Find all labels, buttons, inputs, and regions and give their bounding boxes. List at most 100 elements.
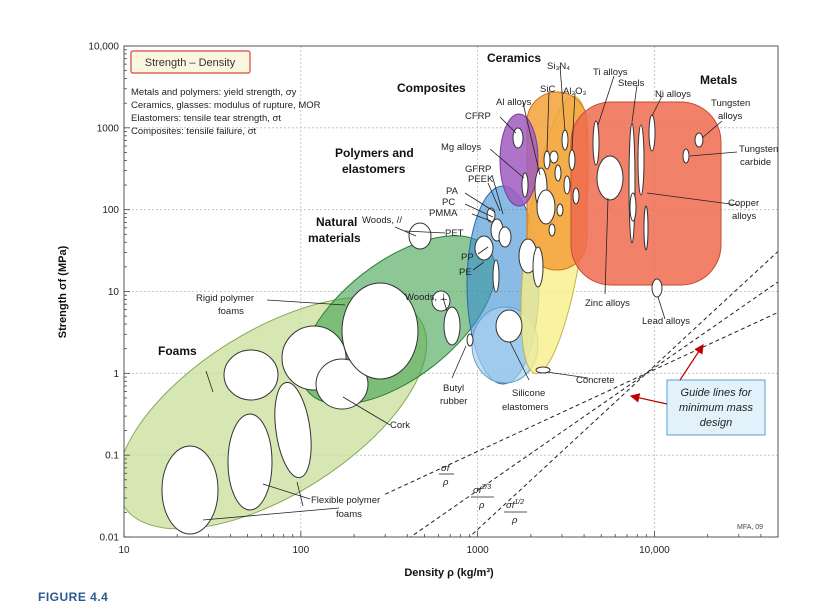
label-sic: SiC xyxy=(540,84,555,95)
note-line-4: Composites: tensile failure, σt xyxy=(131,126,257,137)
label-tungsten-carbide-2: carbide xyxy=(740,157,771,168)
bubble-lead xyxy=(651,278,663,298)
y-tick-label: 0.1 xyxy=(105,451,119,462)
bubble-pa xyxy=(498,226,512,248)
bubble-rigid-foam-1 xyxy=(223,349,279,401)
leader-lines xyxy=(202,65,739,521)
bubble-rigid-foam-3 xyxy=(341,282,419,380)
bubble-ni xyxy=(648,114,656,152)
label-steels: Steels xyxy=(618,78,645,89)
label-butyl-2: rubber xyxy=(440,396,467,407)
bubble-copper xyxy=(629,192,637,222)
label-copper-alloys-2: alloys xyxy=(732,211,757,222)
label-pet: PET xyxy=(445,228,464,239)
label-flexible-foams-1: Flexible polymer xyxy=(311,495,380,506)
label-pa: PA xyxy=(446,186,459,197)
bubble-flexible-foam-3 xyxy=(274,381,312,479)
label-polymers-1: Polymers and xyxy=(335,146,414,160)
label-al2o3: Al₂O₃ xyxy=(563,86,587,97)
label-butyl-1: Butyl xyxy=(443,383,464,394)
guide-box-line-3: design xyxy=(700,417,732,429)
label-ceramics: Ceramics xyxy=(487,51,541,65)
y-tick-label: 100 xyxy=(102,205,119,216)
label-ti-alloys: Ti alloys xyxy=(593,67,628,78)
guide-line-labels: σf ρ σf2/3 ρ σf1/2 ρ xyxy=(439,463,527,526)
guide-label-2-num: σf2/3 xyxy=(473,484,491,496)
label-si3n4: Si₃N₄ xyxy=(547,61,570,72)
label-tungsten-alloys-1: Tungsten xyxy=(711,98,750,109)
label-metals: Metals xyxy=(700,73,738,87)
note-line-1: Metals and polymers: yield strength, σy xyxy=(131,87,297,98)
label-rigid-foams-2: foams xyxy=(218,306,244,317)
label-composites: Composites xyxy=(397,81,466,95)
bubble-flexible-foam-2 xyxy=(227,413,273,511)
label-lead-alloys: Lead alloys xyxy=(642,316,690,327)
bubble-ceramic-e xyxy=(556,203,564,217)
bubble-pe xyxy=(474,235,494,261)
bubble-mg-2 xyxy=(521,172,529,198)
bubble-sic xyxy=(543,150,551,170)
bubble-zinc xyxy=(596,155,624,201)
guide-box xyxy=(666,379,766,436)
label-cfrp: CFRP xyxy=(465,111,491,122)
material-bubbles xyxy=(161,114,704,535)
label-silicone-2: elastomers xyxy=(502,402,549,413)
label-al-alloys: Al alloys xyxy=(496,97,532,108)
bubble-tungsten-alloys xyxy=(694,132,704,148)
bubble-steel-1 xyxy=(628,122,636,244)
label-tungsten-alloys-2: alloys xyxy=(718,111,743,122)
bubble-wood-perp xyxy=(443,306,461,346)
x-axis-title: Density ρ (kg/m³) xyxy=(404,567,494,579)
label-foams: Foams xyxy=(158,344,197,358)
guide-label-3-den: ρ xyxy=(511,515,518,526)
bubble-silicone xyxy=(495,309,523,343)
label-woods-par: Woods, // xyxy=(362,215,402,226)
guide-arrows xyxy=(629,343,704,405)
label-gfrp: GFRP xyxy=(465,164,491,175)
bubble-mg-1 xyxy=(532,246,544,288)
guide-label-1-num: σf xyxy=(441,463,451,474)
bubble-elastomer xyxy=(492,259,500,293)
bubble-ceramic-f xyxy=(548,223,556,237)
label-natural-materials-1: Natural xyxy=(316,215,357,229)
label-pmma: PMMA xyxy=(429,208,458,219)
label-pc: PC xyxy=(442,197,455,208)
label-polymers-2: elastomers xyxy=(342,162,406,176)
note-line-2: Ceramics, glasses: modulus of rupture, M… xyxy=(131,100,321,111)
guide-box-line-2: minimum mass xyxy=(679,402,753,414)
bubble-pmma xyxy=(486,207,496,223)
guide-box-line-1: Guide lines for xyxy=(681,387,753,399)
material-labels: Woods, // Woods, ⊥ PET PP PE PA PC PMMA … xyxy=(196,61,778,520)
chart-title: Strength – Density xyxy=(145,57,236,69)
bubble-cork xyxy=(315,358,369,410)
bubble-ti xyxy=(592,120,600,166)
family-envelopes xyxy=(124,91,722,535)
x-tick-label: 100 xyxy=(292,545,309,556)
label-peek: PEEK xyxy=(468,174,494,185)
composites-envelope xyxy=(499,113,539,207)
bubble-steel-3 xyxy=(643,205,649,251)
bubble-al2o3 xyxy=(568,149,576,171)
axis-ticks xyxy=(123,45,779,538)
bubble-ceramic-a xyxy=(549,150,559,164)
guide-label-3-num: σf1/2 xyxy=(506,499,524,511)
label-woods-perp: Woods, ⊥ xyxy=(405,292,448,303)
label-natural-materials-2: materials xyxy=(308,231,361,245)
label-silicone-1: Silicone xyxy=(512,388,545,399)
label-ni-alloys: Ni alloys xyxy=(655,89,691,100)
bubble-wood-par xyxy=(408,222,432,250)
x-tick-label: 10 xyxy=(118,545,130,556)
guide-label-2-den: ρ xyxy=(478,500,485,511)
y-tick-label: 1 xyxy=(113,369,119,380)
title-box xyxy=(130,50,251,74)
label-pp: PP xyxy=(461,252,474,263)
figure-caption: FIGURE 4.4 xyxy=(38,590,109,604)
bubble-tungsten-carbide xyxy=(682,148,690,164)
label-pe: PE xyxy=(459,267,472,278)
y-tick-label: 0.01 xyxy=(100,533,120,544)
label-concrete: Concrete xyxy=(576,375,615,386)
guide-line-2 xyxy=(409,281,778,537)
note-line-3: Elastomers: tensile tear strength, σt xyxy=(131,113,281,124)
